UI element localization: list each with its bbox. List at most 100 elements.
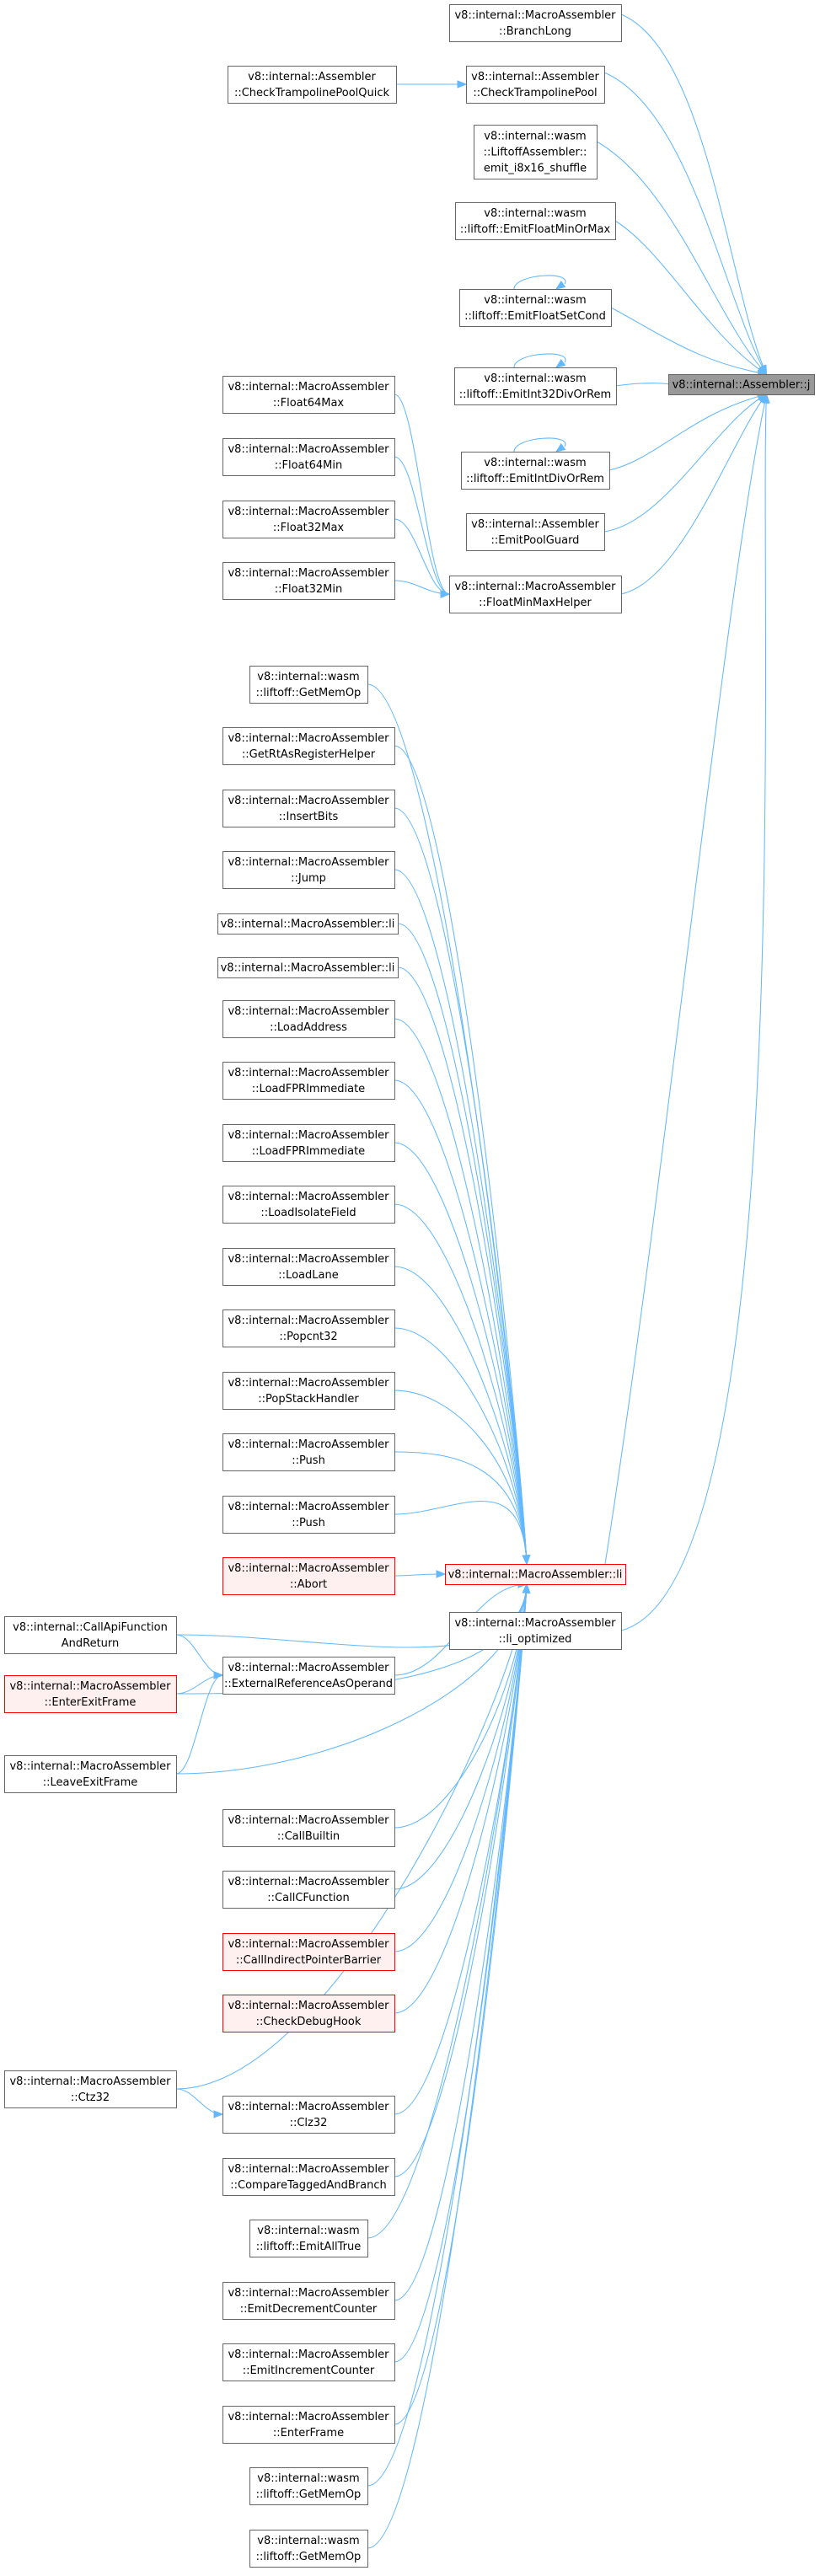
node-label: v8::internal::MacroAssembler	[9, 2075, 171, 2088]
edge-path	[394, 1451, 528, 1565]
node-box	[222, 1062, 395, 1100]
edge-path	[604, 394, 768, 1565]
node-label: ::Clz32	[290, 2117, 328, 2129]
graph-node-checkpoolquick[interactable]: v8::internal::Assembler::CheckTrampoline…	[228, 66, 397, 104]
node-label: v8::internal::MacroAssembler	[228, 856, 389, 869]
graph-node-insertbits[interactable]: v8::internal::MacroAssembler::InsertBits	[222, 790, 395, 827]
graph-node-branchlong[interactable]: v8::internal::MacroAssembler::BranchLong	[449, 4, 622, 42]
edge-path	[394, 1203, 528, 1565]
graph-node-li1[interactable]: v8::internal::MacroAssembler::li	[217, 913, 399, 935]
node-box	[4, 2070, 177, 2108]
node-box	[222, 1933, 395, 1971]
graph-node-emitinc[interactable]: v8::internal::MacroAssembler::EmitIncrem…	[222, 2343, 395, 2381]
edge-li-to-j	[604, 393, 769, 1565]
graph-node-ctz32[interactable]: v8::internal::MacroAssembler::Ctz32	[4, 2070, 177, 2108]
node-label: ::liftoff::GetMemOp	[256, 2551, 362, 2563]
node-box	[449, 576, 622, 613]
edge-path	[394, 1079, 528, 1565]
node-box	[4, 1616, 177, 1654]
graph-node-lioptimized[interactable]: v8::internal::MacroAssembler::li_optimiz…	[449, 1612, 622, 1650]
graph-node-callindirect[interactable]: v8::internal::MacroAssembler::CallIndire…	[222, 1933, 395, 1971]
graph-node-loadisolate[interactable]: v8::internal::MacroAssembler::LoadIsolat…	[222, 1186, 395, 1224]
graph-node-floatminmaxhelper[interactable]: v8::internal::MacroAssembler::FloatMinMa…	[449, 576, 622, 613]
node-box	[449, 4, 622, 42]
node-box	[222, 1557, 395, 1595]
graph-node-popcnt32[interactable]: v8::internal::MacroAssembler::Popcnt32	[222, 1309, 395, 1347]
node-label: ::liftoff::GetMemOp	[256, 687, 362, 699]
graph-node-float32max[interactable]: v8::internal::MacroAssembler::Float32Max	[222, 501, 395, 538]
graph-node-li[interactable]: v8::internal::MacroAssembler::li	[445, 1564, 626, 1585]
edge-emitint32divrem-to-j	[615, 380, 678, 388]
node-label: v8::internal::MacroAssembler	[228, 2348, 389, 2361]
node-label: v8::internal::wasm	[257, 2472, 359, 2485]
arrowhead	[440, 590, 451, 598]
node-label: v8::internal::MacroAssembler	[228, 1377, 389, 1390]
node-label: ::EnterExitFrame	[45, 1696, 137, 1709]
graph-node-emitint32divrem[interactable]: v8::internal::wasm::liftoff::EmitInt32Di…	[454, 367, 617, 405]
arrowhead	[457, 80, 468, 88]
graph-node-checkdebug[interactable]: v8::internal::MacroAssembler::CheckDebug…	[222, 1995, 395, 2032]
graph-node-j[interactable]: v8::internal::Assembler::j	[668, 374, 815, 395]
graph-node-getrtasreg[interactable]: v8::internal::MacroAssembler::GetRtAsReg…	[222, 727, 395, 765]
graph-node-emiti8x16[interactable]: v8::internal::wasm::LiftoffAssembler::em…	[474, 125, 598, 179]
edge-emitfloatsetcond-to-j	[610, 307, 768, 377]
node-box	[228, 66, 397, 104]
node-box	[217, 913, 399, 935]
graph-node-getmemop3[interactable]: v8::internal::wasm::liftoff::GetMemOp	[249, 2530, 368, 2568]
self-loop-path	[513, 353, 566, 368]
graph-node-checkpool[interactable]: v8::internal::Assembler::CheckTrampoline…	[466, 66, 605, 104]
node-box	[222, 1372, 395, 1410]
node-label: v8::internal::MacroAssembler::li	[448, 1569, 623, 1582]
graph-node-enterexit[interactable]: v8::internal::MacroAssembler::EnterExitF…	[4, 1675, 177, 1713]
graph-node-extref[interactable]: v8::internal::MacroAssembler::ExternalRe…	[222, 1657, 395, 1695]
graph-node-emitalltrue[interactable]: v8::internal::wasm::liftoff::EmitAllTrue	[249, 2220, 368, 2257]
graph-node-float32min[interactable]: v8::internal::MacroAssembler::Float32Min	[222, 562, 395, 600]
node-label: v8::internal::wasm	[257, 671, 359, 683]
graph-node-callcfunc[interactable]: v8::internal::MacroAssembler::CallCFunct…	[222, 1871, 395, 1909]
graph-node-push2[interactable]: v8::internal::MacroAssembler::Push	[222, 1496, 395, 1534]
node-label: ::LeaveExitFrame	[43, 1776, 138, 1789]
edge-emitint32divrem-to-emitint32divrem	[513, 353, 566, 368]
graph-node-emitfloatsetcond[interactable]: v8::internal::wasm::liftoff::EmitFloatSe…	[459, 289, 612, 327]
edge-path	[394, 807, 528, 1565]
edge-path	[394, 394, 450, 595]
graph-node-float64min[interactable]: v8::internal::MacroAssembler::Float64Min	[222, 438, 395, 476]
graph-node-emitintdivrem[interactable]: v8::internal::wasm::liftoff::EmitIntDivO…	[461, 452, 610, 490]
graph-node-clz32[interactable]: v8::internal::MacroAssembler::Clz32	[222, 2096, 395, 2134]
node-label: v8::internal::MacroAssembler	[228, 1315, 389, 1327]
graph-node-abort[interactable]: v8::internal::MacroAssembler::Abort	[222, 1557, 395, 1595]
node-label: v8::internal::MacroAssembler	[228, 1662, 389, 1674]
node-box	[454, 367, 617, 405]
graph-node-loadlane[interactable]: v8::internal::MacroAssembler::LoadLane	[222, 1248, 395, 1286]
node-box	[222, 376, 395, 414]
edge-path	[394, 1327, 528, 1565]
node-box	[222, 2343, 395, 2381]
edge-checkpool-to-j	[603, 72, 768, 376]
graph-node-loadfpri2[interactable]: v8::internal::MacroAssembler::LoadFPRImm…	[222, 1124, 395, 1162]
graph-node-float64max[interactable]: v8::internal::MacroAssembler::Float64Max	[222, 376, 395, 414]
graph-node-jump[interactable]: v8::internal::MacroAssembler::Jump	[222, 851, 395, 889]
graph-node-callbuiltin[interactable]: v8::internal::MacroAssembler::CallBuilti…	[222, 1809, 395, 1847]
graph-node-leaveexit[interactable]: v8::internal::MacroAssembler::LeaveExitF…	[4, 1755, 177, 1793]
graph-node-popstack[interactable]: v8::internal::MacroAssembler::PopStackHa…	[222, 1372, 395, 1410]
graph-node-loadaddress[interactable]: v8::internal::MacroAssembler::LoadAddres…	[222, 1000, 395, 1038]
node-label: v8::internal::MacroAssembler	[228, 795, 389, 807]
node-box	[449, 1612, 622, 1650]
edge-float64min-to-floatminmaxhelper	[394, 456, 451, 598]
graph-node-push1[interactable]: v8::internal::MacroAssembler::Push	[222, 1433, 395, 1471]
graph-node-comparetagged[interactable]: v8::internal::MacroAssembler::CompareTag…	[222, 2158, 395, 2196]
graph-node-getmemop1[interactable]: v8::internal::wasm::liftoff::GetMemOp	[249, 666, 368, 704]
node-label: v8::internal::MacroAssembler	[228, 1067, 389, 1079]
graph-node-li2[interactable]: v8::internal::MacroAssembler::li	[217, 957, 399, 978]
node-label: v8::internal::MacroAssembler	[9, 1760, 171, 1773]
node-box	[222, 2406, 395, 2444]
node-label: ::Abort	[290, 1578, 327, 1591]
graph-node-loadfpri1[interactable]: v8::internal::MacroAssembler::LoadFPRImm…	[222, 1062, 395, 1100]
graph-node-getmemop2[interactable]: v8::internal::wasm::liftoff::GetMemOp	[249, 2467, 368, 2505]
graph-node-emitdec[interactable]: v8::internal::MacroAssembler::EmitDecrem…	[222, 2282, 395, 2320]
node-label: v8::internal::MacroAssembler	[228, 1938, 389, 1951]
graph-node-emitfloatminmax[interactable]: v8::internal::wasm::liftoff::EmitFloatMi…	[455, 202, 616, 240]
graph-node-enterframe[interactable]: v8::internal::MacroAssembler::EnterFrame	[222, 2406, 395, 2444]
graph-node-emitpoolguard[interactable]: v8::internal::Assembler::EmitPoolGuard	[466, 513, 605, 551]
